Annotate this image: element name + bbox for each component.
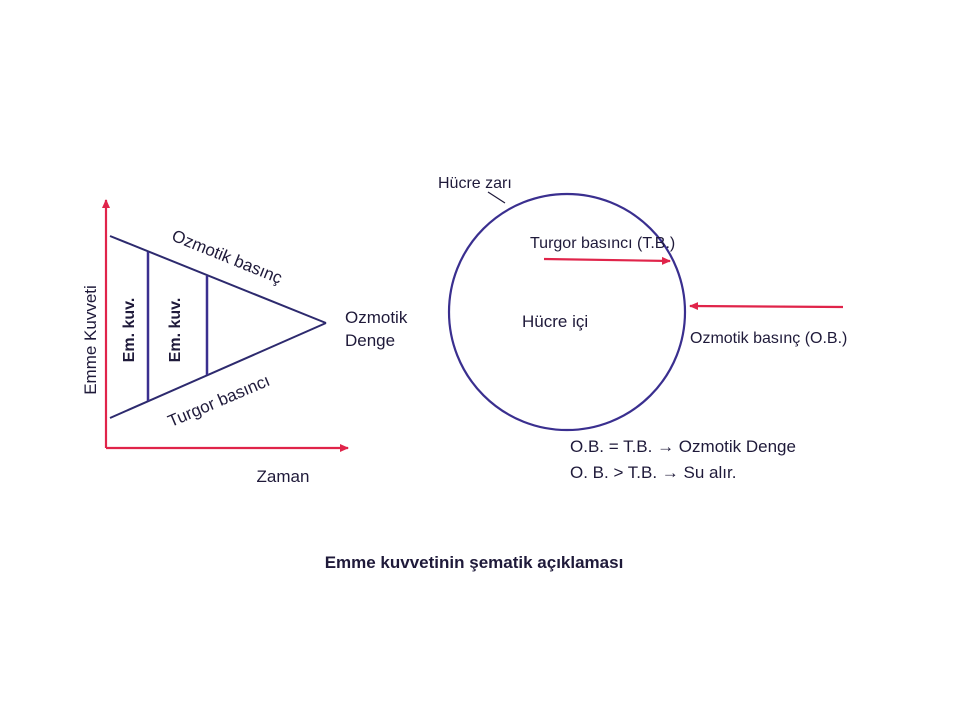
cell-membrane [447, 192, 687, 432]
suction-force-graph: Emme Kuvveti Zaman Ozmotik basınç Turgor… [81, 199, 408, 486]
osmotic-pressure-cell-label: Ozmotik basınç (O.B.) [690, 330, 847, 347]
turgor-pressure-arrow [543, 256, 671, 265]
turgor-pressure-line [109, 322, 327, 419]
suction-force-label-2: Em. kuv. [167, 298, 184, 363]
water-uptake-equation: O. B. > T.B. → Su alır. [570, 463, 736, 482]
osmotic-pressure-label: Ozmotik basınç [169, 226, 285, 288]
cell-interior-label: Hücre içi [522, 312, 588, 331]
turgor-pressure-label: Turgor basıncı [165, 371, 273, 431]
osmotic-pressure-arrow [689, 302, 844, 311]
osmotic-equilibrium-label-line2: Denge [345, 331, 395, 350]
osmotic-equilibrium-label-line1: Ozmotik [345, 308, 408, 327]
y-axis-label: Emme Kuvveti [81, 285, 100, 395]
equilibrium-equation: O.B. = T.B. → Ozmotik Denge [570, 437, 796, 456]
cell-membrane-label: Hücre zarı [438, 175, 512, 192]
membrane-pointer [487, 191, 506, 204]
cell-schematic: Hücre zarı Turgor basıncı (T.B.) Hücre i… [438, 175, 847, 482]
x-axis-label: Zaman [257, 467, 310, 486]
figure-caption: Emme kuvvetinin şematik açıklaması [325, 553, 624, 572]
turgor-pressure-label: Turgor basıncı (T.B.) [530, 235, 675, 252]
suction-force-label-1: Em. kuv. [121, 298, 138, 363]
osmotic-pressure-line [109, 235, 327, 324]
